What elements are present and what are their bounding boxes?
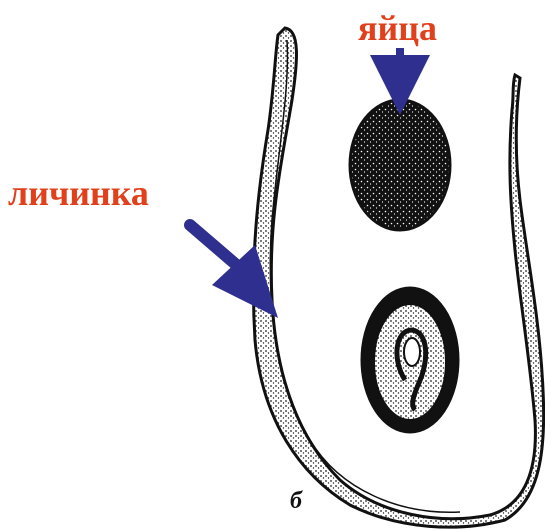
egg-top <box>350 100 450 230</box>
egg-bottom <box>362 288 458 432</box>
eggs-label: яйца <box>358 10 437 46</box>
panel-letter: б <box>290 488 302 515</box>
larva-label: личинка <box>8 175 149 211</box>
